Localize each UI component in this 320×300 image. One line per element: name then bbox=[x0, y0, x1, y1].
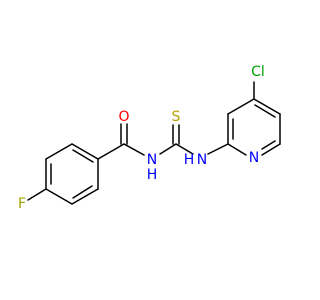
bond-carbonyl-n bbox=[123, 143, 145, 156]
bond-thiocarbonyl-nh bbox=[175, 143, 194, 155]
bond-ring-b-inner2 bbox=[254, 104, 276, 118]
oxygen-atom-label: O bbox=[118, 109, 129, 125]
atom-labels: O S N H N H N Cl F bbox=[18, 64, 265, 212]
fluorine-atom-label: F bbox=[18, 196, 26, 212]
bond-n-thiocarbonyl bbox=[159, 143, 177, 155]
thiourea-hydrogen-label: H bbox=[184, 152, 195, 168]
chlorine-atom-label: Cl bbox=[251, 64, 265, 80]
structure-svg: O S N H N H N Cl F bbox=[18, 64, 281, 212]
sulfur-atom-label: S bbox=[172, 109, 181, 125]
bond-ring-b-inner3 bbox=[261, 140, 276, 150]
bond-group bbox=[27, 81, 281, 205]
bond-ring-b2 bbox=[227, 98, 255, 115]
bond-ring-b5 bbox=[261, 143, 281, 156]
bond-ring-carbonyl bbox=[97, 143, 125, 160]
bond-ring-a4 bbox=[45, 188, 73, 205]
amide-nitrogen-label: N bbox=[147, 152, 157, 168]
pyridine-nitrogen-label: N bbox=[249, 150, 259, 166]
bond-c-f bbox=[27, 188, 47, 201]
bond-ring-b6 bbox=[227, 143, 247, 156]
bond-nh-pyridine bbox=[207, 143, 229, 155]
thiourea-nitrogen-label: N bbox=[197, 152, 207, 168]
amide-hydrogen-label: H bbox=[147, 167, 158, 183]
bond-ring-a-inner1 bbox=[72, 149, 94, 163]
bond-ring-b3 bbox=[253, 98, 281, 115]
bond-ring-a-inner2 bbox=[72, 185, 93, 199]
molecule-diagram: O S N H N H N Cl F bbox=[18, 64, 281, 212]
bond-ring-a3 bbox=[71, 188, 99, 205]
bond-ring-a6 bbox=[45, 143, 73, 160]
bond-ring-a1 bbox=[71, 143, 99, 160]
